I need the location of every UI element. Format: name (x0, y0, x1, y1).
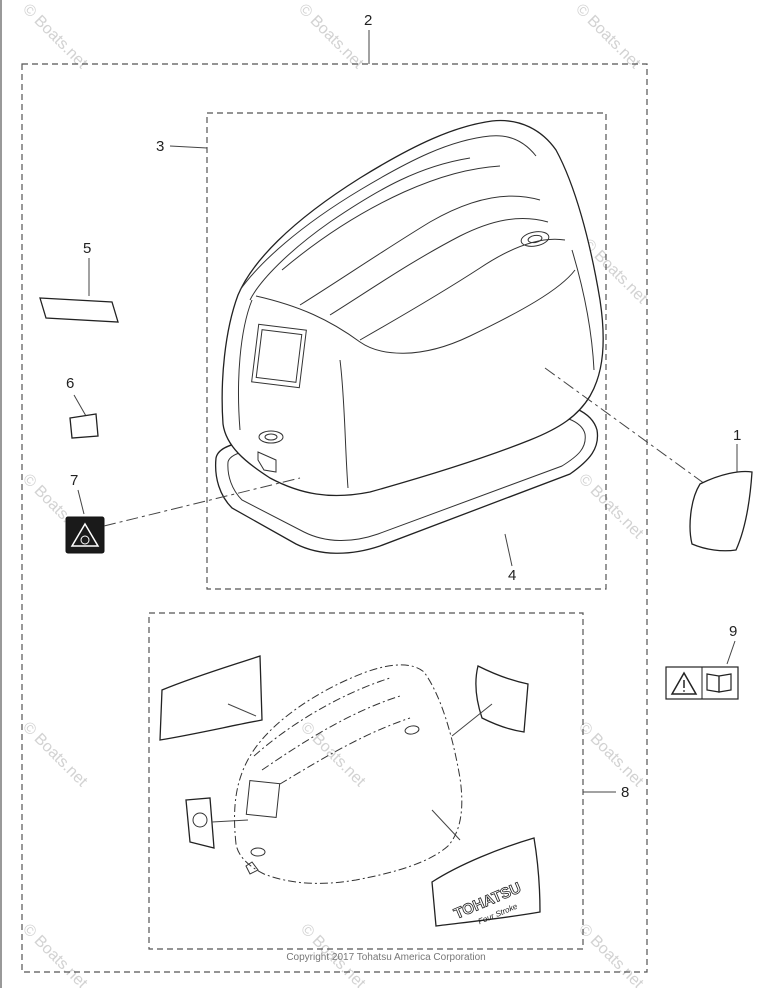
leader-1 (544, 367, 706, 485)
watermark-text: © Boats.net (572, 1, 644, 73)
leader-7 (77, 489, 85, 515)
copyright-text: Copyright 2017 Tohatsu America Corporati… (286, 952, 485, 963)
decal-part-1 (689, 470, 753, 552)
callout-9: 9 (729, 623, 737, 640)
leader-9 (726, 640, 736, 665)
leader-6 (73, 394, 87, 417)
watermark-text: © Boats.net (19, 719, 91, 791)
warning-decal-part-9 (665, 666, 739, 700)
watermark-text: © Boats.net (297, 719, 369, 791)
label-part-5 (39, 297, 119, 323)
leader-7-dash (103, 477, 301, 527)
watermark-text: © Boats.net (19, 1, 91, 73)
callout-7: 7 (70, 472, 78, 489)
watermark-text: © Boats.net (575, 471, 647, 543)
watermark-text: © Boats.net (575, 921, 647, 988)
leader-3 (169, 145, 208, 149)
label-part-6 (69, 413, 99, 439)
callout-3: 3 (156, 138, 164, 155)
callout-2: 2 (364, 12, 372, 29)
manual-book-icon (706, 673, 732, 693)
decal-kit-part-8: TOHATSU Four Stroke (159, 655, 541, 927)
assembly-box-8 (148, 612, 584, 950)
callout-8: 8 (621, 784, 629, 801)
callout-1: 1 (733, 427, 741, 444)
leader-4 (504, 533, 513, 567)
top-cowling-part (221, 119, 604, 497)
watermark-text: © Boats.net (19, 921, 91, 988)
callout-5: 5 (83, 240, 91, 257)
warning-decal-part-7 (65, 516, 105, 554)
warning-triangle-icon (70, 522, 100, 547)
assembly-box-3 (206, 112, 607, 590)
watermark-text: © Boats.net (295, 1, 367, 73)
assembly-box-2 (21, 63, 648, 973)
callout-6: 6 (66, 375, 74, 392)
callout-4: 4 (508, 567, 516, 584)
warning-triangle-icon (670, 671, 698, 695)
watermark-text: © Boats.net (575, 719, 647, 791)
